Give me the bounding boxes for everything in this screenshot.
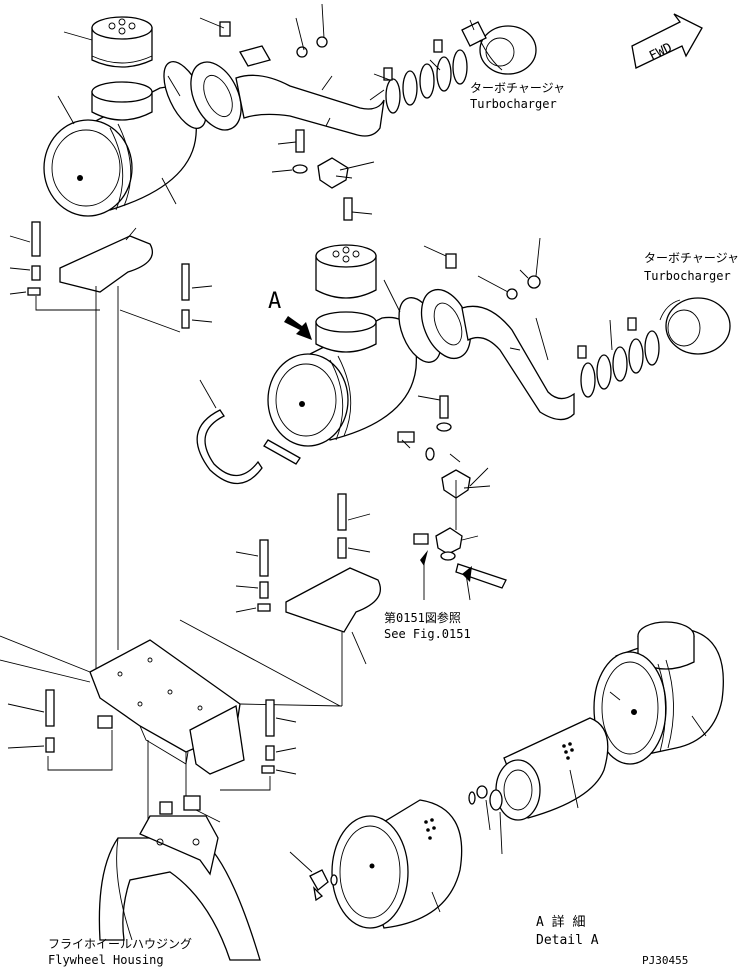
detail-a-nut bbox=[476, 785, 488, 799]
shield-plate-center bbox=[235, 493, 382, 706]
turbocharger-upper bbox=[461, 21, 537, 75]
detail-a-assembly bbox=[289, 621, 724, 929]
view-a-arrow bbox=[284, 316, 312, 340]
precleaner-cap-middle bbox=[315, 244, 377, 299]
bracket-upper bbox=[219, 21, 353, 221]
intake-pipe-middle bbox=[461, 305, 575, 421]
detail-a-label-jp: A 詳 細 bbox=[536, 914, 585, 930]
flywheel-housing bbox=[98, 815, 261, 961]
turbocharger-label-en-1: Turbocharger bbox=[470, 97, 557, 111]
view-a-label: A bbox=[268, 289, 281, 314]
intake-pipe-upper bbox=[235, 74, 385, 137]
detail-a-label-en: Detail A bbox=[536, 933, 599, 948]
elbow-flange bbox=[190, 61, 242, 131]
elbow-flange-middle bbox=[420, 288, 472, 360]
hardware-middle bbox=[383, 237, 613, 601]
detail-a-filter-element bbox=[495, 717, 609, 821]
flywheel-housing-label-en: Flywheel Housing bbox=[48, 953, 164, 967]
detail-a-gasket bbox=[468, 791, 476, 805]
detail-a-wing-nut bbox=[309, 869, 338, 902]
air-cleaner-body-middle bbox=[267, 311, 418, 447]
mounting-band bbox=[196, 379, 301, 485]
air-cleaner-body-upper bbox=[43, 81, 198, 217]
turbocharger-label-jp-1: ターボチャージャ bbox=[470, 81, 565, 95]
turbocharger-label-en-2: Turbocharger bbox=[644, 269, 731, 283]
precleaner-cap bbox=[91, 16, 153, 68]
fig-ref-label-en: See Fig.0151 bbox=[384, 627, 471, 641]
upper-air-cleaner-assembly bbox=[43, 3, 537, 221]
drawing-number: PJ30455 bbox=[642, 954, 688, 967]
detail-a-washer bbox=[489, 789, 503, 811]
shield-plate-left bbox=[9, 221, 213, 670]
detail-a-cover bbox=[331, 799, 463, 929]
hose-clamps-middle bbox=[577, 317, 660, 398]
forward-direction-arrow: FWD bbox=[631, 13, 703, 69]
middle-air-cleaner-assembly bbox=[196, 237, 731, 601]
flywheel-housing-label-jp: フライホイールハウジング bbox=[48, 937, 192, 951]
mounting-base bbox=[0, 619, 343, 830]
detail-a-housing bbox=[593, 621, 724, 765]
turbocharger-middle bbox=[659, 297, 731, 355]
fig-ref-label-jp: 第0151図参照 bbox=[384, 610, 461, 625]
turbocharger-label-jp-2: ターボチャージャ bbox=[644, 251, 739, 265]
hose-clamps-upper bbox=[383, 39, 468, 114]
